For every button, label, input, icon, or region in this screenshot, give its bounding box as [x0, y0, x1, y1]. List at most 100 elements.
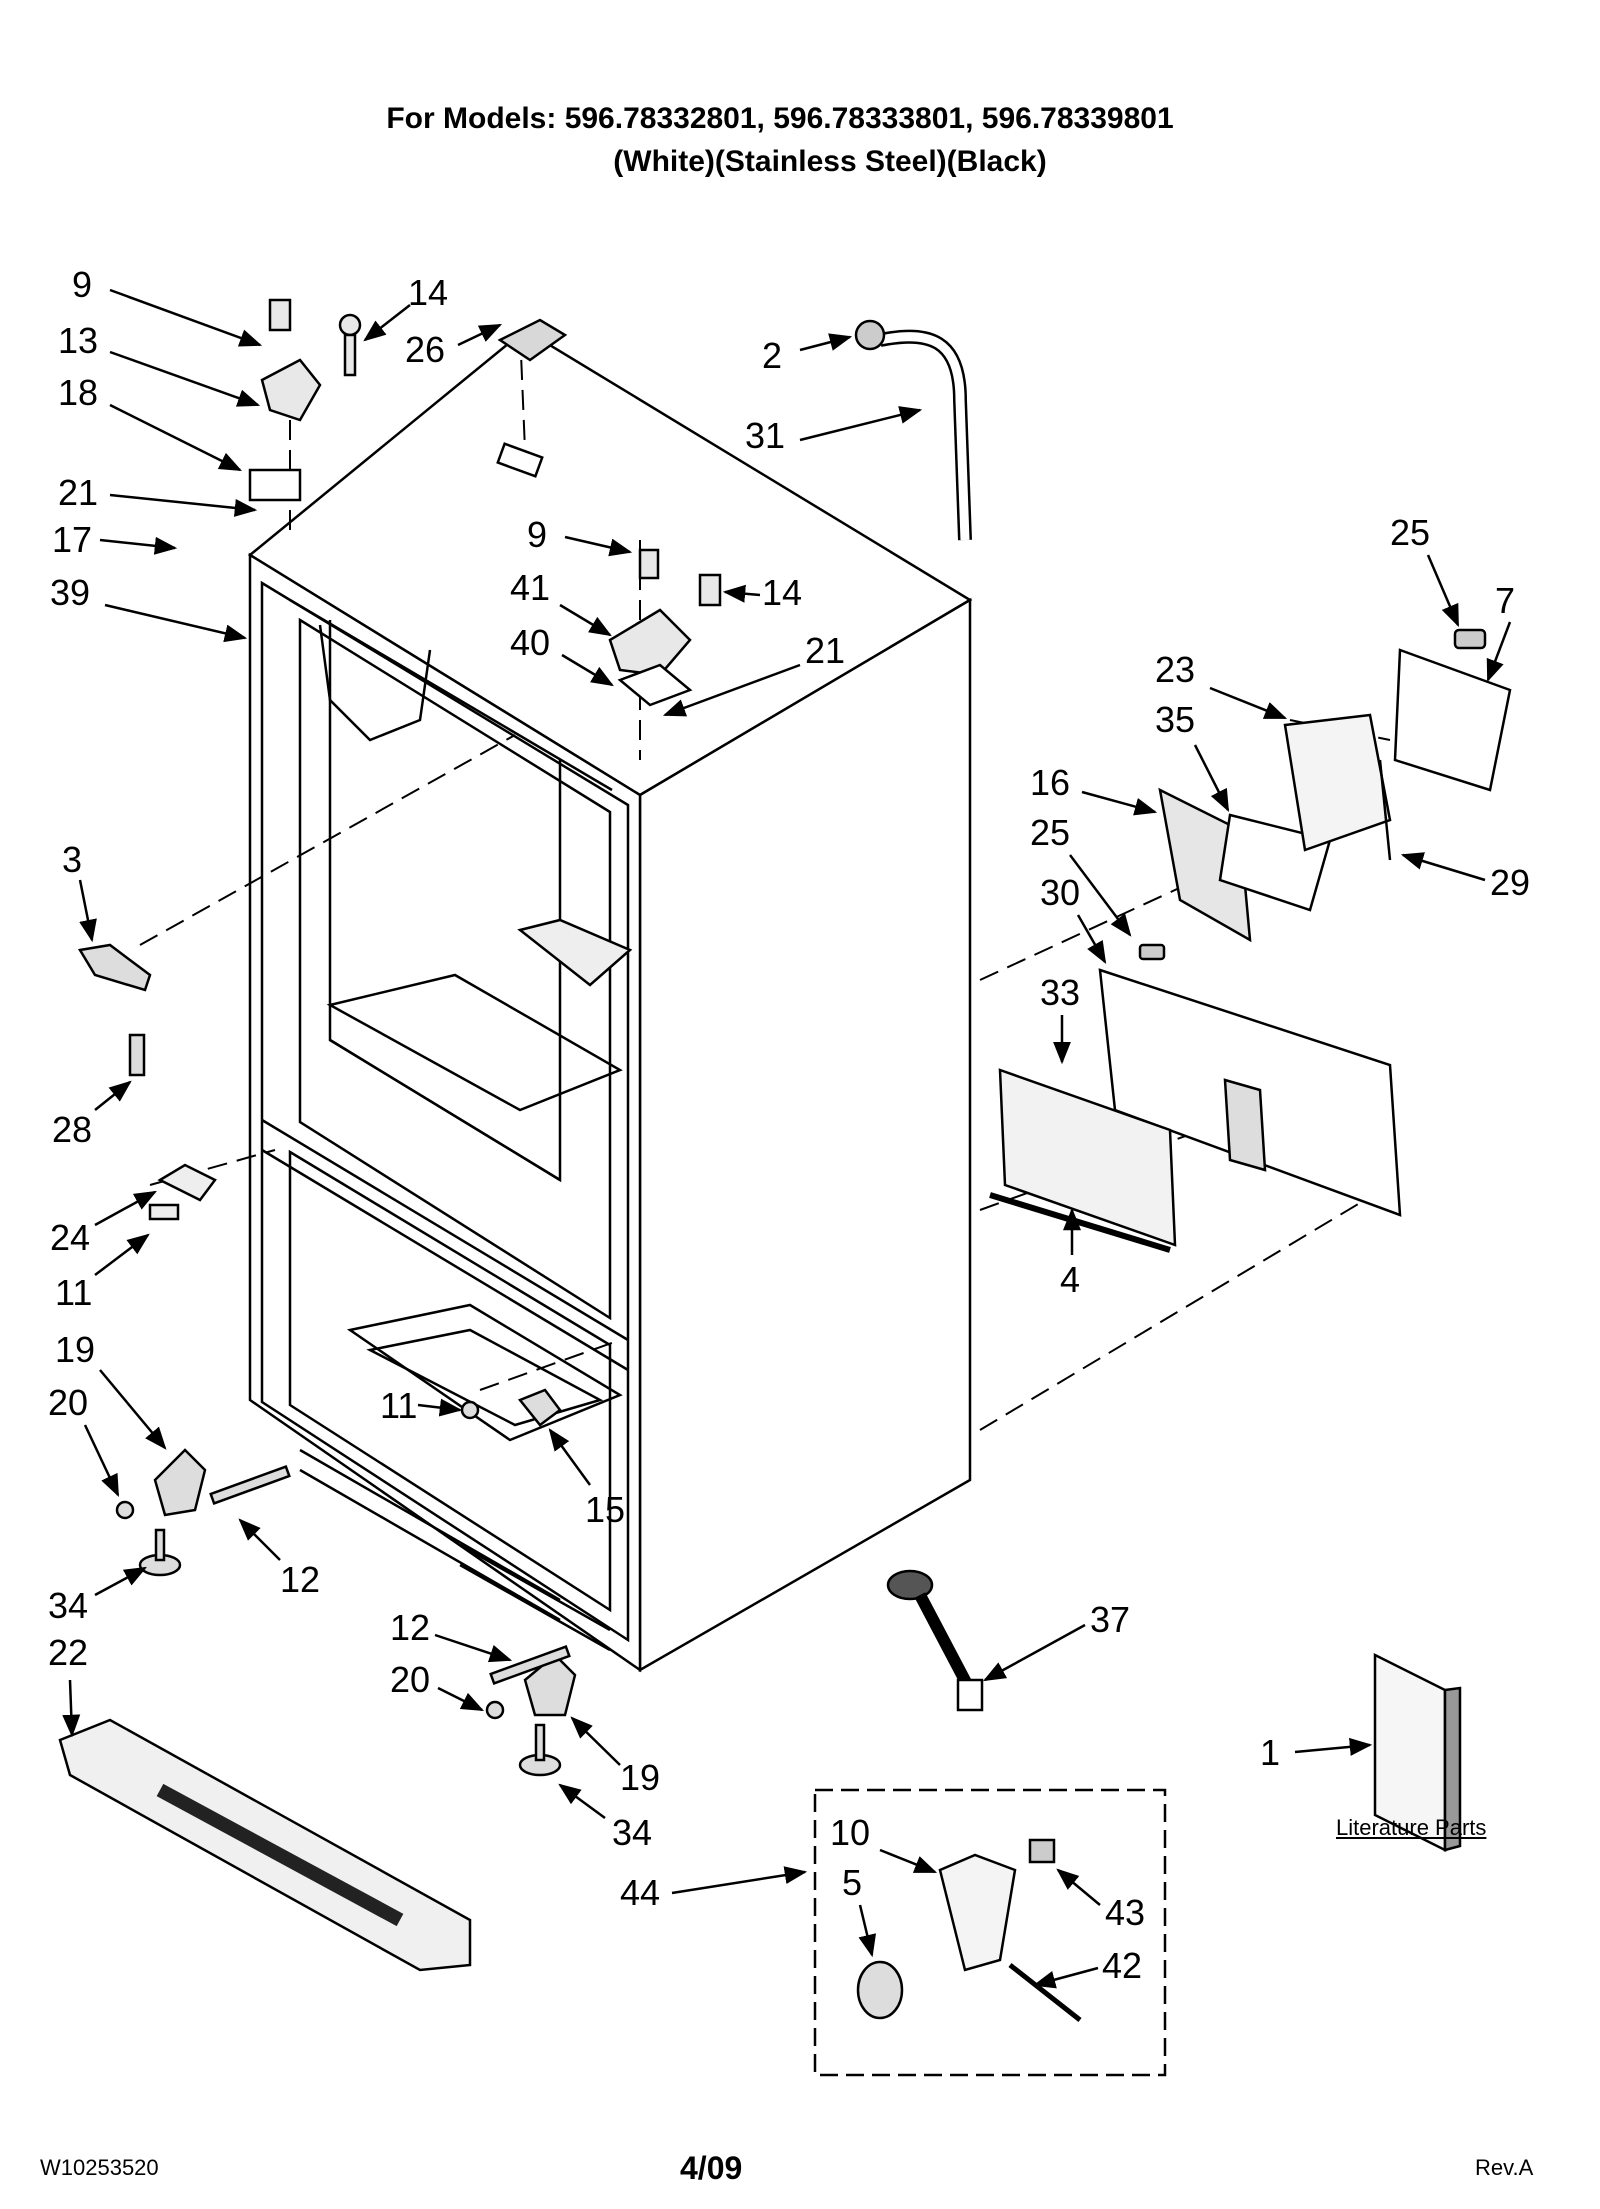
callout-label: 31 [745, 415, 785, 456]
callout-24: 24 [50, 1190, 157, 1258]
callout-14-center: 14 [722, 572, 802, 613]
callout-label: 34 [48, 1585, 88, 1626]
part-control-box [1138, 628, 1512, 961]
callout-label: 15 [585, 1489, 625, 1530]
callout-37: 37 [983, 1599, 1130, 1682]
part-panels-30-33 [989, 968, 1402, 1253]
callout-15: 15 [548, 1428, 625, 1530]
callout-19-center: 19 [570, 1716, 660, 1798]
callout-11-left: 11 [55, 1233, 150, 1313]
callout-4: 4 [1060, 1207, 1081, 1300]
part-hinge-top-left [248, 298, 362, 502]
part-hinge-center [608, 548, 722, 707]
callout-label: 19 [55, 1329, 95, 1370]
revision-date: 4/09 [680, 2150, 743, 2186]
callout-14-top: 14 [363, 272, 448, 342]
callout-26: 26 [405, 323, 503, 370]
callout-label: 11 [55, 1272, 92, 1313]
callout-label: 41 [510, 567, 550, 608]
callout-label: 7 [1495, 580, 1515, 621]
callout-7: 7 [1486, 580, 1515, 683]
callout-39: 39 [50, 572, 248, 643]
part-cable-37 [886, 1569, 984, 1712]
callout-31: 31 [745, 406, 923, 456]
callout-label: 26 [405, 329, 445, 370]
callout-3: 3 [62, 839, 97, 943]
callout-label: 10 [830, 1812, 870, 1853]
models-heading: For Models: 596.78332801, 596.78333801, … [386, 102, 1174, 135]
part-bracket-3 [77, 943, 152, 1077]
callout-label: 9 [527, 514, 547, 555]
callout-label: 22 [48, 1632, 88, 1673]
callout-label: 33 [1040, 972, 1080, 1013]
callout-17: 17 [52, 519, 178, 560]
callout-label: 25 [1030, 812, 1070, 853]
callout-25-center: 25 [1030, 812, 1132, 937]
callout-21-top: 21 [58, 472, 258, 517]
part-cover-26 [497, 318, 568, 362]
callout-18: 18 [58, 372, 243, 472]
callout-label: 11 [380, 1385, 417, 1426]
callout-33: 33 [1040, 972, 1080, 1065]
part-leveling-legs [115, 1388, 577, 1777]
callout-34-center: 34 [558, 1783, 652, 1853]
callout-28: 28 [52, 1080, 132, 1150]
callout-label: 29 [1490, 862, 1530, 903]
callout-label: 17 [52, 519, 92, 560]
callout-20-center: 20 [390, 1659, 485, 1712]
callout-label: 9 [72, 264, 92, 305]
callout-label: 42 [1102, 1945, 1142, 1986]
callout-label: 20 [48, 1382, 88, 1423]
part-literature [1373, 1652, 1462, 1853]
callout-label: 28 [52, 1109, 92, 1150]
callout-22: 22 [48, 1632, 88, 1738]
callout-19-left: 19 [55, 1329, 167, 1450]
callout-label: 40 [510, 622, 550, 663]
finish-heading: (White)(Stainless Steel)(Black) [613, 145, 1047, 178]
callout-10: 10 [830, 1812, 938, 1874]
callout-label: 14 [408, 272, 448, 313]
callout-label: 12 [390, 1607, 430, 1648]
callout-40: 40 [510, 622, 614, 687]
callout-label: 23 [1155, 649, 1195, 690]
callout-label: 4 [1060, 1259, 1080, 1300]
callout-12-center: 12 [390, 1607, 513, 1663]
callout-label: 44 [620, 1872, 660, 1913]
callout-43: 43 [1056, 1868, 1145, 1933]
callout-label: 30 [1040, 872, 1080, 913]
callout-9-center: 9 [527, 514, 633, 557]
callout-5: 5 [842, 1862, 877, 1958]
callout-label: 35 [1155, 699, 1195, 740]
callout-label: 19 [620, 1757, 660, 1798]
callout-29: 29 [1400, 852, 1530, 903]
callout-13: 13 [58, 320, 261, 407]
callout-label: 43 [1105, 1892, 1145, 1933]
callout-42: 42 [1032, 1945, 1142, 1989]
callout-11-center: 11 [380, 1385, 463, 1426]
document-number: W10253520 [40, 2155, 159, 2180]
part-bracket-24 [148, 1163, 217, 1221]
callout-label: 3 [62, 839, 82, 880]
part-roller-assembly-box [813, 1788, 1167, 2077]
callout-30: 30 [1040, 872, 1107, 964]
callout-label: 1 [1260, 1732, 1280, 1773]
callout-21-center: 21 [662, 630, 845, 717]
callout-label: 39 [50, 572, 90, 613]
callout-34-left: 34 [48, 1566, 147, 1626]
callout-label: 34 [612, 1812, 652, 1853]
callout-label: 20 [390, 1659, 430, 1700]
revision-label: Rev.A [1475, 2155, 1534, 2180]
callout-2: 2 [762, 333, 853, 376]
callout-label: 21 [58, 472, 98, 513]
callout-label: 12 [280, 1559, 320, 1600]
callout-16: 16 [1030, 762, 1158, 816]
callout-label: 18 [58, 372, 98, 413]
callout-label: 25 [1390, 512, 1430, 553]
callout-9-top: 9 [72, 264, 263, 347]
callout-41: 41 [510, 567, 612, 637]
literature-parts-caption: Literature Parts [1336, 1815, 1487, 1840]
part-tube-31 [854, 319, 972, 541]
part-grille-22 [58, 1718, 472, 1972]
callout-44: 44 [620, 1866, 808, 1913]
